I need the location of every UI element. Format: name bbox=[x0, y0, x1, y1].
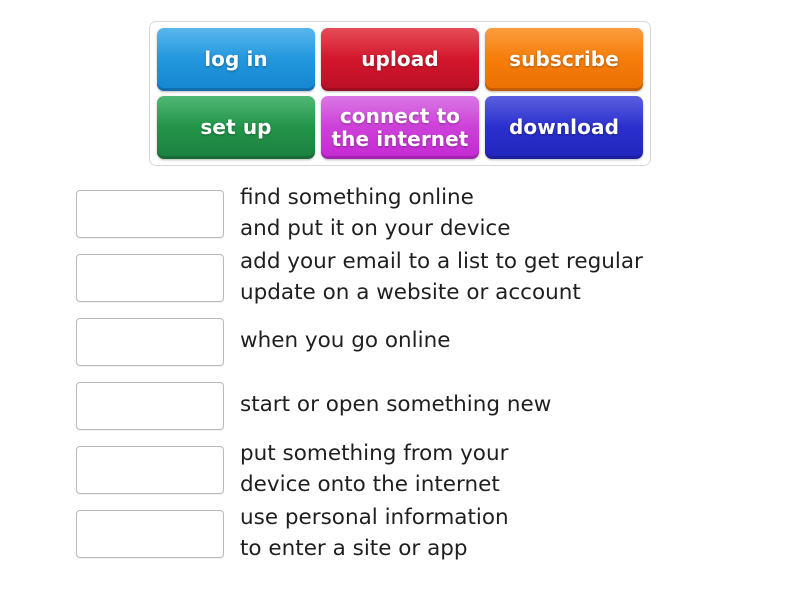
tile-label: log in bbox=[204, 47, 268, 72]
drop-slot[interactable] bbox=[76, 509, 224, 558]
tile-label: connect to the internet bbox=[331, 103, 469, 151]
definition-row: add your email to a list to get regular … bbox=[76, 249, 776, 305]
tiles-panel: log in upload subscribe set up connect t… bbox=[149, 21, 651, 166]
definition-row: find something online and put it on your… bbox=[76, 185, 776, 241]
tile-subscribe[interactable]: subscribe bbox=[485, 28, 643, 91]
tiles-grid: log in upload subscribe set up connect t… bbox=[157, 28, 643, 159]
tile-label: subscribe bbox=[509, 47, 619, 72]
drop-slot[interactable] bbox=[76, 317, 224, 366]
drop-slot[interactable] bbox=[76, 253, 224, 302]
tile-label: upload bbox=[361, 47, 439, 72]
tile-label: set up bbox=[200, 115, 272, 140]
definition-row: start or open something new bbox=[76, 381, 776, 430]
definition-text: use personal information to enter a site… bbox=[240, 504, 509, 561]
drop-slot[interactable] bbox=[76, 445, 224, 494]
definition-row: use personal information to enter a site… bbox=[76, 505, 776, 561]
definition-text: find something online and put it on your… bbox=[240, 184, 511, 241]
definition-text: put something from your device onto the … bbox=[240, 440, 509, 497]
drop-slot[interactable] bbox=[76, 189, 224, 238]
tile-label: download bbox=[509, 115, 619, 140]
definition-text: start or open something new bbox=[240, 392, 552, 418]
definition-text: when you go online bbox=[240, 328, 451, 354]
drop-slot[interactable] bbox=[76, 381, 224, 430]
tile-log-in[interactable]: log in bbox=[157, 28, 315, 91]
tile-connect-to-the-internet[interactable]: connect to the internet bbox=[321, 96, 479, 159]
tile-set-up[interactable]: set up bbox=[157, 96, 315, 159]
tile-upload[interactable]: upload bbox=[321, 28, 479, 91]
definition-text: add your email to a list to get regular … bbox=[240, 248, 643, 305]
definition-row: put something from your device onto the … bbox=[76, 441, 776, 497]
definition-rows: find something online and put it on your… bbox=[76, 185, 776, 573]
definition-row: when you go online bbox=[76, 317, 776, 366]
tile-download[interactable]: download bbox=[485, 96, 643, 159]
